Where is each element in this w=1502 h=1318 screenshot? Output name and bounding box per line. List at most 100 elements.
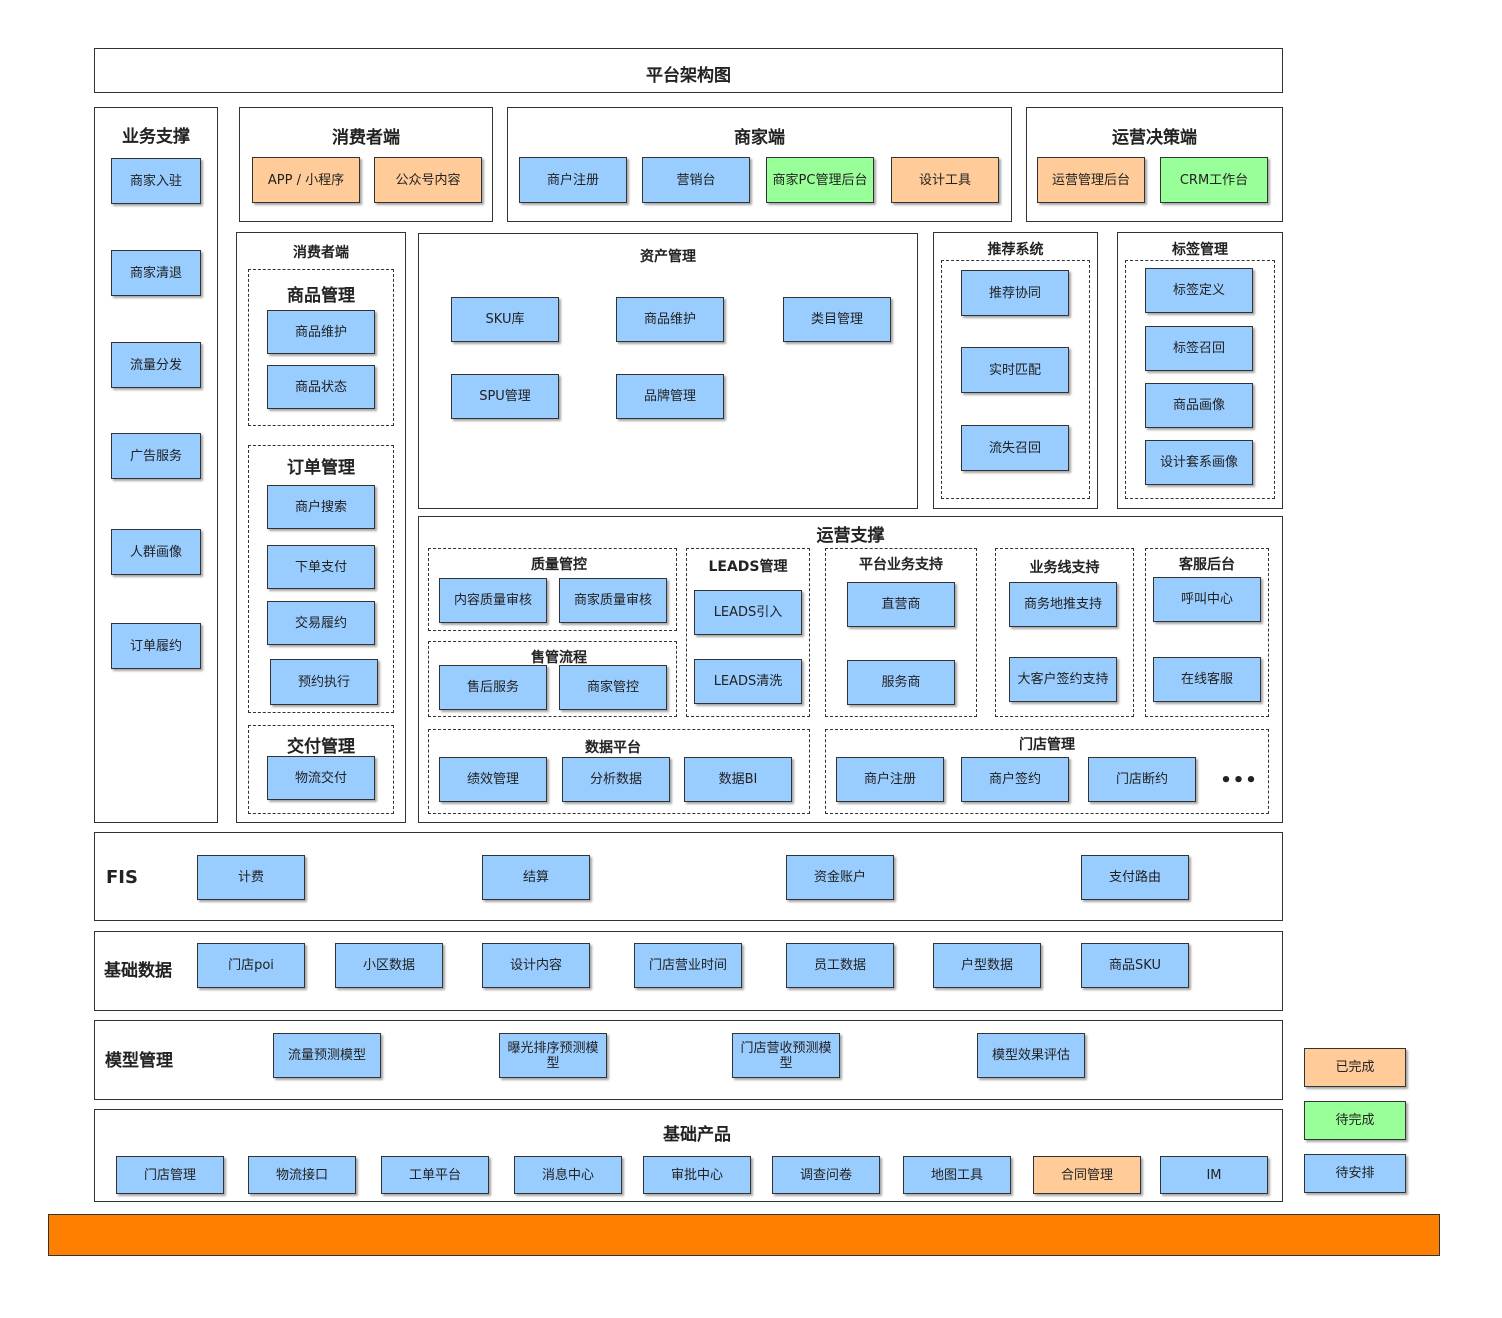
store-mgmt-item[interactable]: 门店断约	[1088, 757, 1196, 802]
tag-item[interactable]: 标签召回	[1145, 326, 1253, 371]
delivery-mgmt-item[interactable]: 物流交付	[267, 756, 375, 800]
order-mgmt-item[interactable]: 商户搜索	[267, 485, 375, 529]
base-data-item[interactable]: 员工数据	[786, 943, 894, 988]
asset-item[interactable]: 商品维护	[616, 297, 724, 342]
legend-todo: 待完成	[1304, 1101, 1406, 1140]
base-data-item[interactable]: 户型数据	[933, 943, 1041, 988]
model-item[interactable]: 流量预测模型	[273, 1033, 381, 1078]
base-product-item[interactable]: 地图工具	[903, 1156, 1011, 1194]
store-mgmt-item[interactable]: 商户签约	[961, 757, 1069, 802]
ops-app-item[interactable]: CRM工作台	[1160, 157, 1268, 203]
consumer-app-item[interactable]: 公众号内容	[374, 157, 482, 203]
base-product-item[interactable]: 消息中心	[514, 1156, 622, 1194]
data-platform-item[interactable]: 分析数据	[562, 757, 670, 802]
consumer-app-item[interactable]: APP / 小程序	[252, 157, 360, 203]
store-mgmt-title: 门店管理	[1019, 737, 1075, 753]
ops-support-title: 运营支撑	[816, 526, 885, 546]
biz-support-item[interactable]: 订单履约	[111, 623, 201, 669]
asset-item[interactable]: SPU管理	[451, 374, 559, 419]
tag-item[interactable]: 商品画像	[1145, 383, 1253, 428]
base-product-item[interactable]: 物流接口	[248, 1156, 356, 1194]
model-item[interactable]: 门店营收预测模型	[732, 1033, 840, 1078]
tag-item[interactable]: 标签定义	[1145, 268, 1253, 313]
after-sale-item[interactable]: 商家管控	[559, 665, 667, 710]
platform-support-item[interactable]: 直营商	[847, 582, 955, 627]
data-platform-group	[428, 729, 810, 814]
leads-title: LEADS管理	[708, 559, 788, 575]
base-data-item[interactable]: 门店poi	[197, 943, 305, 988]
asset-item[interactable]: SKU库	[451, 297, 559, 342]
base-data-item[interactable]: 商品SKU	[1081, 943, 1189, 988]
base-product-item[interactable]: 审批中心	[643, 1156, 751, 1194]
quality-item[interactable]: 商家质量审核	[559, 578, 667, 623]
fis-item[interactable]: 计费	[197, 855, 305, 900]
base-infrastructure-bar	[48, 1214, 1440, 1256]
consumer-svc-title: 消费者端	[293, 245, 349, 261]
base-product-item[interactable]: 合同管理	[1033, 1156, 1141, 1194]
leads-group	[686, 548, 810, 717]
base-product-item[interactable]: IM	[1160, 1156, 1268, 1194]
order-mgmt-item[interactable]: 交易履约	[267, 601, 375, 645]
biz-support-item[interactable]: 人群画像	[111, 529, 201, 575]
platform-support-item[interactable]: 服务商	[847, 660, 955, 705]
base-data-item[interactable]: 设计内容	[482, 943, 590, 988]
fis-item[interactable]: 资金账户	[786, 855, 894, 900]
data-platform-item[interactable]: 数据BI	[684, 757, 792, 802]
cs-item[interactable]: 呼叫中心	[1153, 577, 1261, 622]
title-frame	[94, 48, 1283, 93]
fis-item[interactable]: 结算	[482, 855, 590, 900]
recommend-title: 推荐系统	[987, 242, 1044, 258]
order-mgmt-item[interactable]: 下单支付	[267, 545, 375, 589]
goods-mgmt-item[interactable]: 商品维护	[267, 310, 375, 354]
base-data-item[interactable]: 小区数据	[335, 943, 443, 988]
base-product-item[interactable]: 调查问卷	[772, 1156, 880, 1194]
tag-title: 标签管理	[1172, 242, 1228, 258]
biz-support-title: 业务支撑	[122, 127, 190, 147]
store-mgmt-item[interactable]: 商户注册	[836, 757, 944, 802]
biz-support-item[interactable]: 商家清退	[111, 250, 201, 296]
merchant-app-item[interactable]: 营销台	[642, 157, 750, 203]
platform-support-title: 平台业务支持	[859, 557, 943, 573]
tag-item[interactable]: 设计套系画像	[1145, 440, 1253, 485]
asset-title: 资产管理	[640, 249, 696, 265]
model-item[interactable]: 模型效果评估	[977, 1033, 1085, 1078]
cs-item[interactable]: 在线客服	[1153, 657, 1261, 702]
store-mgmt-group	[825, 729, 1269, 814]
base-product-title: 基础产品	[663, 1125, 731, 1145]
recommend-item[interactable]: 流失召回	[961, 425, 1069, 471]
goods-mgmt-group	[248, 269, 394, 426]
page-title: 平台架构图	[646, 66, 731, 86]
base-product-item[interactable]: 工单平台	[381, 1156, 489, 1194]
asset-item[interactable]: 品牌管理	[616, 374, 724, 419]
recommend-group	[941, 260, 1090, 499]
order-mgmt-group	[248, 445, 394, 713]
quality-title: 质量管控	[531, 557, 587, 573]
goods-mgmt-item[interactable]: 商品状态	[267, 365, 375, 409]
biz-support-item[interactable]: 商家入驻	[111, 158, 201, 204]
merchant-app-item[interactable]: 商家PC管理后台	[766, 157, 874, 203]
biz-support-item[interactable]: 广告服务	[111, 433, 201, 479]
data-platform-item[interactable]: 绩效管理	[439, 757, 547, 802]
model-item[interactable]: 曝光排序预测模型	[499, 1033, 607, 1078]
biz-support-item[interactable]: 流量分发	[111, 342, 201, 388]
legend-done: 已完成	[1304, 1048, 1406, 1087]
order-mgmt-item[interactable]: 预约执行	[270, 659, 378, 705]
leads-item[interactable]: LEADS引入	[694, 590, 802, 635]
asset-item[interactable]: 类目管理	[783, 297, 891, 342]
merchant-app-item[interactable]: 设计工具	[891, 157, 999, 203]
base-data-item[interactable]: 门店营业时间	[634, 943, 742, 988]
fis-item[interactable]: 支付路由	[1081, 855, 1189, 900]
bizline-item[interactable]: 大客户签约支持	[1009, 657, 1117, 702]
delivery-mgmt-group	[248, 725, 394, 814]
bizline-group	[995, 548, 1134, 717]
order-mgmt-title: 订单管理	[287, 458, 355, 478]
after-sale-item[interactable]: 售后服务	[439, 665, 547, 710]
recommend-item[interactable]: 推荐协同	[961, 270, 1069, 316]
base-product-item[interactable]: 门店管理	[116, 1156, 224, 1194]
recommend-item[interactable]: 实时匹配	[961, 347, 1069, 393]
ops-app-item[interactable]: 运营管理后台	[1037, 157, 1145, 203]
quality-item[interactable]: 内容质量审核	[439, 578, 547, 623]
merchant-app-item[interactable]: 商户注册	[519, 157, 627, 203]
leads-item[interactable]: LEADS清洗	[694, 659, 802, 704]
bizline-item[interactable]: 商务地推支持	[1009, 582, 1117, 627]
